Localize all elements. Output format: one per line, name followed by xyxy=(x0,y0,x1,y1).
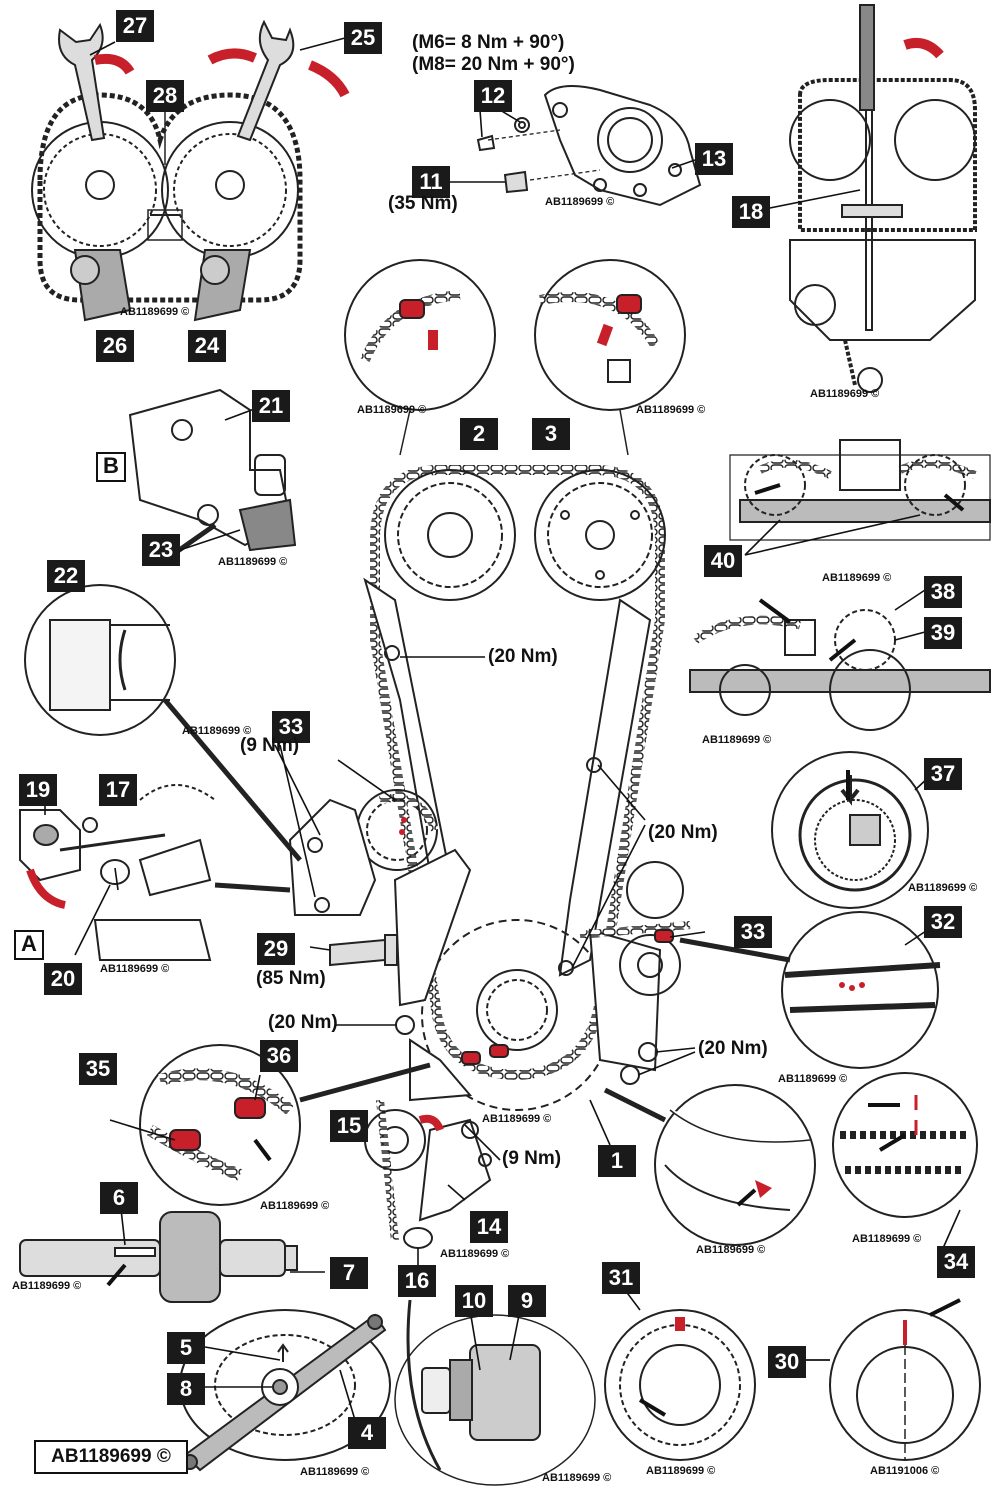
torque-20-left: (20 Nm) xyxy=(268,1012,338,1033)
torque-9-oil-pump: (9 Nm) xyxy=(502,1148,562,1169)
ref-code: AB1189699 © xyxy=(440,1248,510,1260)
camshaft-detail-40 xyxy=(729,439,991,541)
callout-10: 10 xyxy=(455,1285,493,1317)
callout-3: 3 xyxy=(532,418,570,450)
callout-12: 12 xyxy=(474,80,512,112)
callout-18: 18 xyxy=(732,196,770,228)
ref-code: AB1189699 © xyxy=(260,1200,330,1212)
callout-33-top: 33 xyxy=(272,711,310,743)
callout-25: 25 xyxy=(344,22,382,54)
callout-13: 13 xyxy=(695,143,733,175)
ref-code: AB1189699 © xyxy=(908,882,978,894)
callout-26: 26 xyxy=(96,330,134,362)
ref-code: AB1189699 © xyxy=(300,1466,370,1478)
tensioner-b-illustration xyxy=(128,388,297,552)
callout-16: 16 xyxy=(398,1265,436,1297)
ref-code: AB1189699 © xyxy=(822,572,892,584)
shaft-tool-illustration xyxy=(19,1211,298,1303)
callout-11: 11 xyxy=(412,166,450,198)
callout-9: 9 xyxy=(508,1285,546,1317)
ref-code: AB1189699 © xyxy=(646,1465,716,1477)
callout-4: 4 xyxy=(348,1417,386,1449)
torque-20-lower-right: (20 Nm) xyxy=(698,1038,768,1059)
callout-21: 21 xyxy=(252,390,290,422)
locking-tool-illustration xyxy=(789,4,977,393)
ref-code: AB1189699 © xyxy=(545,196,615,208)
ref-code: AB1189699 © xyxy=(218,556,288,568)
callout-33-right: 33 xyxy=(734,916,772,948)
magnifier-crank-marks xyxy=(139,1044,431,1206)
callout-29: 29 xyxy=(257,933,295,965)
detail-letter-b: B xyxy=(96,452,126,482)
callout-6: 6 xyxy=(100,1182,138,1214)
crank-bolt-illustration xyxy=(394,1299,596,1486)
callout-5: 5 xyxy=(167,1332,205,1364)
ref-code: AB1189699 © xyxy=(778,1073,848,1085)
callout-22: 22 xyxy=(47,560,85,592)
detail-a-illustration xyxy=(19,784,291,961)
callout-32: 32 xyxy=(924,906,962,938)
torque-20-right: (20 Nm) xyxy=(648,822,718,843)
camshaft-wrench-illustration xyxy=(31,19,350,322)
callout-24: 24 xyxy=(188,330,226,362)
magnifier-gear-31 xyxy=(604,1309,756,1461)
ref-code: AB1189699 © xyxy=(12,1280,82,1292)
holding-tool-illustration xyxy=(179,1309,391,1472)
detail-letter-a: A xyxy=(14,930,44,960)
ref-code: AB1189699 © xyxy=(357,404,427,416)
callout-8: 8 xyxy=(167,1373,205,1405)
torque-m8: (M8= 20 Nm + 90°) xyxy=(412,54,575,75)
ref-code: AB1189699 © xyxy=(636,404,706,416)
callout-34: 34 xyxy=(937,1246,975,1278)
ref-code: AB1189699 © xyxy=(482,1113,552,1125)
ref-code: AB1189699 © xyxy=(100,963,170,975)
callout-35: 35 xyxy=(79,1053,117,1085)
magnifier-tensioner-pin xyxy=(24,522,302,862)
callout-31: 31 xyxy=(602,1262,640,1294)
magnifier-pulley-mark xyxy=(603,1084,816,1246)
ref-code: AB1189699 © xyxy=(702,734,772,746)
ref-code: AB1189699 © xyxy=(810,388,880,400)
magnifier-gear-marks xyxy=(679,911,941,1069)
magnifier-gear-30 xyxy=(795,1309,981,1461)
callout-23: 23 xyxy=(142,534,180,566)
torque-85: (85 Nm) xyxy=(256,968,326,989)
torque-35: (35 Nm) xyxy=(388,193,458,214)
callout-39: 39 xyxy=(924,617,962,649)
ref-code: AB1189699 © xyxy=(182,725,252,737)
tensioner-housing-illustration xyxy=(476,85,702,207)
ref-code: AB1189699 © xyxy=(542,1472,612,1484)
callout-20: 20 xyxy=(44,963,82,995)
callout-38: 38 xyxy=(924,576,962,608)
callout-19: 19 xyxy=(19,774,57,806)
torque-m6: (M6= 8 Nm + 90°) xyxy=(412,32,565,53)
pointer-arrows xyxy=(106,483,965,1417)
callout-17: 17 xyxy=(99,774,137,806)
timing-chain-assembly xyxy=(288,465,691,1111)
torque-20-guide: (20 Nm) xyxy=(488,646,558,667)
magnifier-cam-marks xyxy=(344,259,686,456)
callout-14: 14 xyxy=(470,1211,508,1243)
callout-27: 27 xyxy=(116,10,154,42)
callout-36: 36 xyxy=(260,1040,298,1072)
callout-30: 30 xyxy=(768,1346,806,1378)
ref-code: AB1189699 © xyxy=(120,306,190,318)
callout-2: 2 xyxy=(460,418,498,450)
ref-code: AB1189699 © xyxy=(696,1244,766,1256)
magnifier-pulley-37 xyxy=(771,751,929,909)
callout-1: 1 xyxy=(598,1145,636,1177)
callout-28: 28 xyxy=(146,80,184,112)
callout-37: 37 xyxy=(924,758,962,790)
callout-40: 40 xyxy=(704,545,742,577)
callout-15: 15 xyxy=(330,1110,368,1142)
callout-7: 7 xyxy=(330,1257,368,1289)
ref-code: AB1189699 © xyxy=(852,1233,922,1245)
torque-9-tensioner: (9 Nm) xyxy=(240,735,300,756)
ref-code-alt: AB1191006 © xyxy=(870,1465,940,1477)
magnifier-sprocket-teeth xyxy=(832,1072,978,1218)
ref-code-frame: AB1189699 © xyxy=(34,1440,188,1474)
